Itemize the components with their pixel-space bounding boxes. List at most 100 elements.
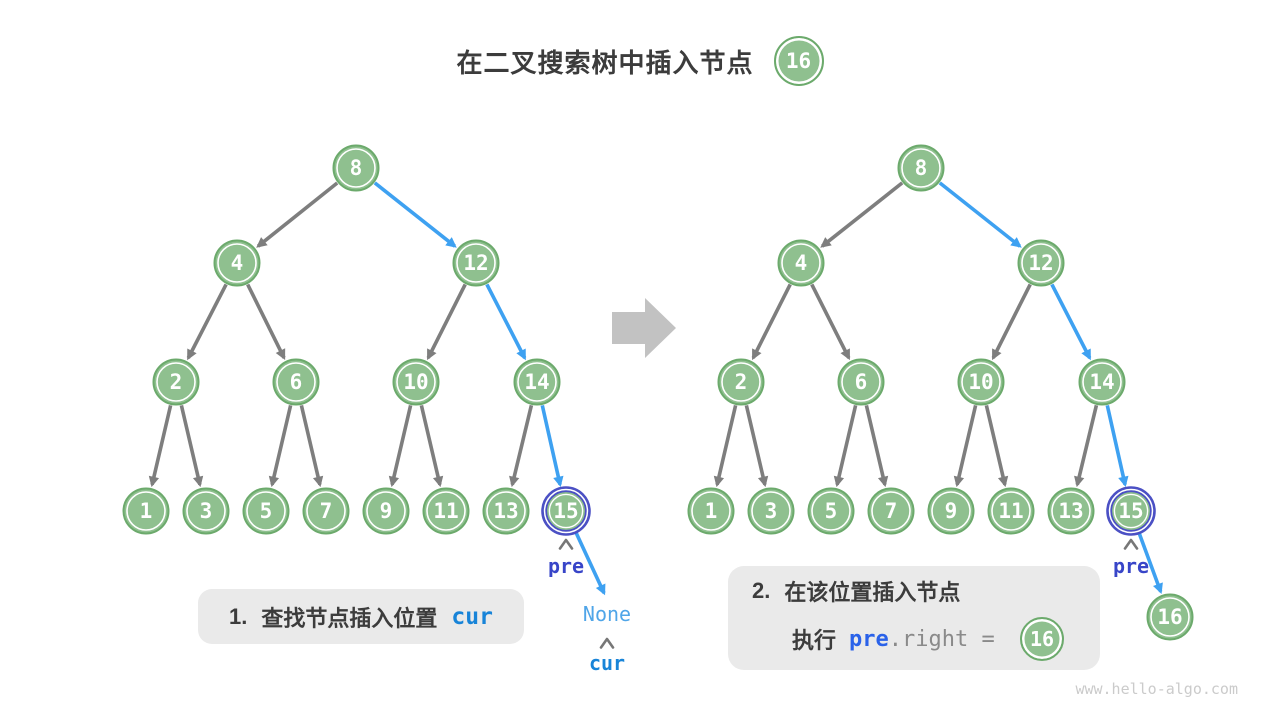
title-node-badge: 16	[773, 36, 824, 86]
step1-code-cur: cur	[451, 603, 493, 630]
node-value: 12	[1028, 251, 1053, 275]
tree-node-1: 1	[687, 487, 735, 535]
edge-4-6	[810, 283, 851, 361]
tree-node-5: 5	[242, 487, 290, 535]
node-value: 9	[945, 499, 958, 523]
tree-node-13: 13	[1047, 487, 1095, 535]
edge-10-11	[419, 404, 444, 488]
tree-node-15: 15	[541, 486, 591, 536]
step2-text: 在该位置插入节点	[784, 580, 961, 605]
node-value: 8	[915, 156, 928, 180]
edge-10-9	[953, 404, 978, 488]
node-value: 16	[1157, 605, 1182, 629]
edge-8-12	[938, 181, 1022, 248]
edge-2-3	[179, 404, 204, 488]
caret-up-icon	[558, 538, 574, 550]
edge-12-10	[426, 283, 467, 361]
tree-node-1: 1	[122, 487, 170, 535]
edge-15-16	[1137, 532, 1163, 595]
edge-8-12	[373, 181, 457, 248]
tree-node-10: 10	[957, 358, 1005, 406]
tree-node-16: 16	[1146, 593, 1194, 641]
edge-12-14	[485, 283, 527, 361]
node-value: 7	[320, 499, 333, 523]
node-value: 3	[200, 499, 213, 523]
edge-14-15	[1105, 405, 1129, 488]
edge-4-2	[186, 283, 228, 361]
label-none: None	[583, 602, 631, 626]
tree-node-2: 2	[717, 358, 765, 406]
edge-4-2	[751, 283, 792, 361]
edge-12-14	[1050, 283, 1092, 361]
step2-line2: 执行 pre.right = 16	[792, 617, 1082, 661]
edge-6-7	[299, 404, 324, 488]
tree-node-6: 6	[272, 358, 320, 406]
step2-line1: 2. 在该位置插入节点	[752, 575, 1082, 607]
step2-prefix: 执行	[792, 628, 837, 653]
node-value: 10	[968, 370, 993, 394]
node-value: 14	[1089, 370, 1114, 394]
step2-code-right: .right =	[888, 626, 1008, 652]
edge-14-15	[540, 405, 564, 488]
edge-6-5	[268, 404, 293, 488]
node-value: 14	[524, 370, 549, 394]
node-value: 13	[493, 499, 518, 523]
tree-node-2: 2	[152, 358, 200, 406]
node-value: 12	[463, 251, 488, 275]
tree-node-3: 3	[182, 487, 230, 535]
node-value: 3	[765, 499, 778, 523]
edge-6-5	[833, 404, 858, 488]
caret-up-icon	[1123, 538, 1139, 550]
step1-number: 1.	[229, 603, 248, 629]
edge-14-13	[509, 404, 534, 488]
watermark: www.hello-algo.com	[1075, 680, 1238, 698]
node-value: 5	[260, 499, 273, 523]
node-value: 8	[350, 156, 363, 180]
node-value: 11	[433, 499, 458, 523]
edge-8-4	[820, 181, 904, 248]
tree-node-6: 6	[837, 358, 885, 406]
node-value: 15	[1118, 499, 1143, 523]
node-value: 6	[855, 370, 868, 394]
tree-node-14: 14	[513, 358, 561, 406]
tree-node-8: 8	[897, 144, 945, 192]
step2-number: 2.	[752, 578, 771, 603]
node-value: 1	[140, 499, 153, 523]
tree-node-4: 4	[777, 239, 825, 287]
step2-node-badge: 16	[1019, 617, 1064, 661]
node-value: 4	[795, 251, 808, 275]
node-value: 13	[1058, 499, 1083, 523]
title-node-value: 16	[785, 49, 812, 73]
tree-node-13: 13	[482, 487, 530, 535]
node-value: 4	[231, 251, 244, 275]
tree-node-12: 12	[452, 239, 500, 287]
caption-step1: 1. 查找节点插入位置 cur	[198, 589, 524, 644]
edge-15-none	[574, 532, 606, 596]
tree-node-15: 15	[1106, 486, 1156, 536]
edge-2-1	[148, 404, 173, 488]
edge-10-11	[984, 404, 1009, 488]
node-value: 2	[735, 370, 748, 394]
tree-node-8: 8	[332, 144, 380, 192]
edge-12-10	[991, 283, 1032, 361]
node-value: 5	[825, 499, 838, 523]
tree-node-11: 11	[422, 487, 470, 535]
edge-4-6	[246, 283, 286, 361]
tree-node-9: 9	[927, 487, 975, 535]
edge-8-4	[256, 181, 339, 248]
tree-node-4: 4	[213, 239, 261, 287]
tree-node-5: 5	[807, 487, 855, 535]
node-value: 7	[885, 499, 898, 523]
step1-text: 查找节点插入位置	[261, 605, 438, 631]
tree-node-3: 3	[747, 487, 795, 535]
node-value: 2	[170, 370, 183, 394]
edge-14-13	[1074, 404, 1099, 488]
tree-node-11: 11	[987, 487, 1035, 535]
step2-code-pre: pre	[849, 626, 889, 652]
edge-2-1	[713, 404, 738, 488]
tree-node-12: 12	[1017, 239, 1065, 287]
tree-node-7: 7	[302, 487, 350, 535]
